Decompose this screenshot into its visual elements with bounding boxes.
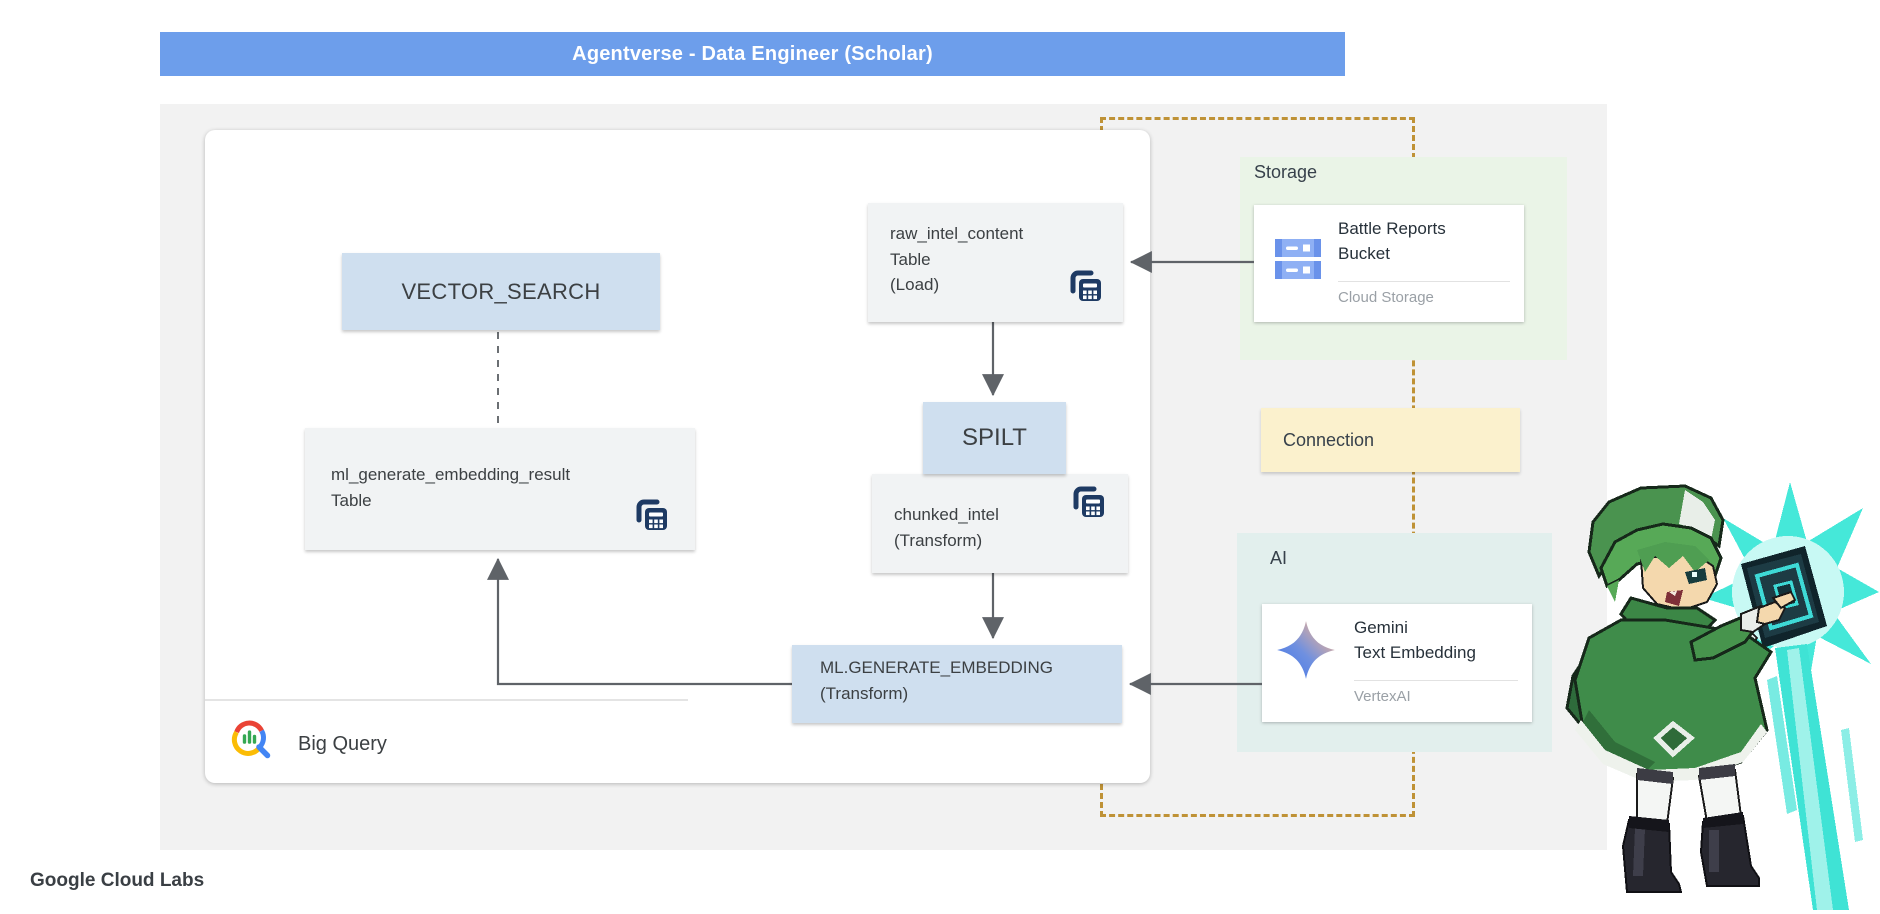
storage-card-title-line2: Bucket <box>1338 243 1390 263</box>
brand-label: Google Cloud Labs <box>30 870 205 891</box>
bigquery-logo-icon <box>228 718 278 770</box>
storage-card-title-line1: Battle Reports <box>1338 219 1446 238</box>
node-spilt: SPILT <box>923 402 1066 474</box>
ai-section-label: AI <box>1270 548 1288 568</box>
node-raw-intel-line2: Table <box>890 249 931 269</box>
storage-card-subtitle: Cloud Storage <box>1338 289 1434 306</box>
ai-card-divider <box>1354 680 1518 681</box>
node-mlgen-line1: ML.GENERATE_EMBEDDING <box>820 658 1054 677</box>
storage-card-divider <box>1338 281 1510 282</box>
storage-card-title: Battle Reports Bucket <box>1338 217 1446 266</box>
cape-emblem <box>1653 720 1695 758</box>
cloud-storage-icon <box>1274 237 1322 281</box>
node-raw-intel-line3: (Load) <box>890 275 940 294</box>
boot-left <box>1621 818 1683 893</box>
mouth <box>1665 590 1683 606</box>
gemini-card: Gemini Text Embedding VertexAI <box>1262 604 1532 722</box>
node-ml-generate-embedding-result-table: ml_generate_embedding_result Table <box>305 428 695 550</box>
node-ml-result-line2: Table <box>331 490 372 510</box>
bigquery-table-icon <box>1068 482 1110 524</box>
node-vector-search: VECTOR_SEARCH <box>342 253 660 330</box>
bigquery-table-icon <box>631 495 673 537</box>
node-spilt-label: SPILT <box>962 424 1027 451</box>
node-vector-search-label: VECTOR_SEARCH <box>401 279 601 304</box>
node-chunked-line2: (Transform) <box>894 530 983 550</box>
ai-card-title: Gemini Text Embedding <box>1354 616 1476 665</box>
node-mlgen-line2: (Transform) <box>820 683 909 703</box>
page-title: Agentverse - Data Engineer (Scholar) <box>572 42 933 65</box>
scholar-character-art <box>1545 480 1880 914</box>
node-chunked-intel-transform: chunked_intel (Transform) <box>872 474 1128 573</box>
battle-reports-bucket-card: Battle Reports Bucket Cloud Storage <box>1254 205 1524 322</box>
storage-section-label: Storage <box>1254 162 1318 182</box>
bigquery-footer-divider <box>205 699 688 701</box>
gemini-icon <box>1276 620 1336 680</box>
node-ml-generate-embedding-transform: ML.GENERATE_EMBEDDING (Transform) <box>792 645 1122 723</box>
ai-card-title-line2: Text Embedding <box>1354 642 1476 662</box>
node-raw-intel-content-table: raw_intel_content Table (Load) <box>868 203 1123 322</box>
node-ml-result-line1: ml_generate_embedding_result <box>331 465 571 484</box>
node-chunked-line1: chunked_intel <box>894 505 999 524</box>
ai-card-subtitle: VertexAI <box>1354 688 1411 705</box>
bigquery-footer: Big Query <box>228 718 387 770</box>
connection-box: Connection <box>1261 408 1520 472</box>
bigquery-label: Big Query <box>298 732 387 755</box>
node-raw-intel-line1: raw_intel_content <box>890 224 1024 243</box>
bigquery-table-icon <box>1065 266 1107 308</box>
ai-card-title-line1: Gemini <box>1354 618 1408 637</box>
title-bar: Agentverse - Data Engineer (Scholar) <box>160 32 1345 76</box>
connection-label: Connection <box>1283 429 1375 450</box>
